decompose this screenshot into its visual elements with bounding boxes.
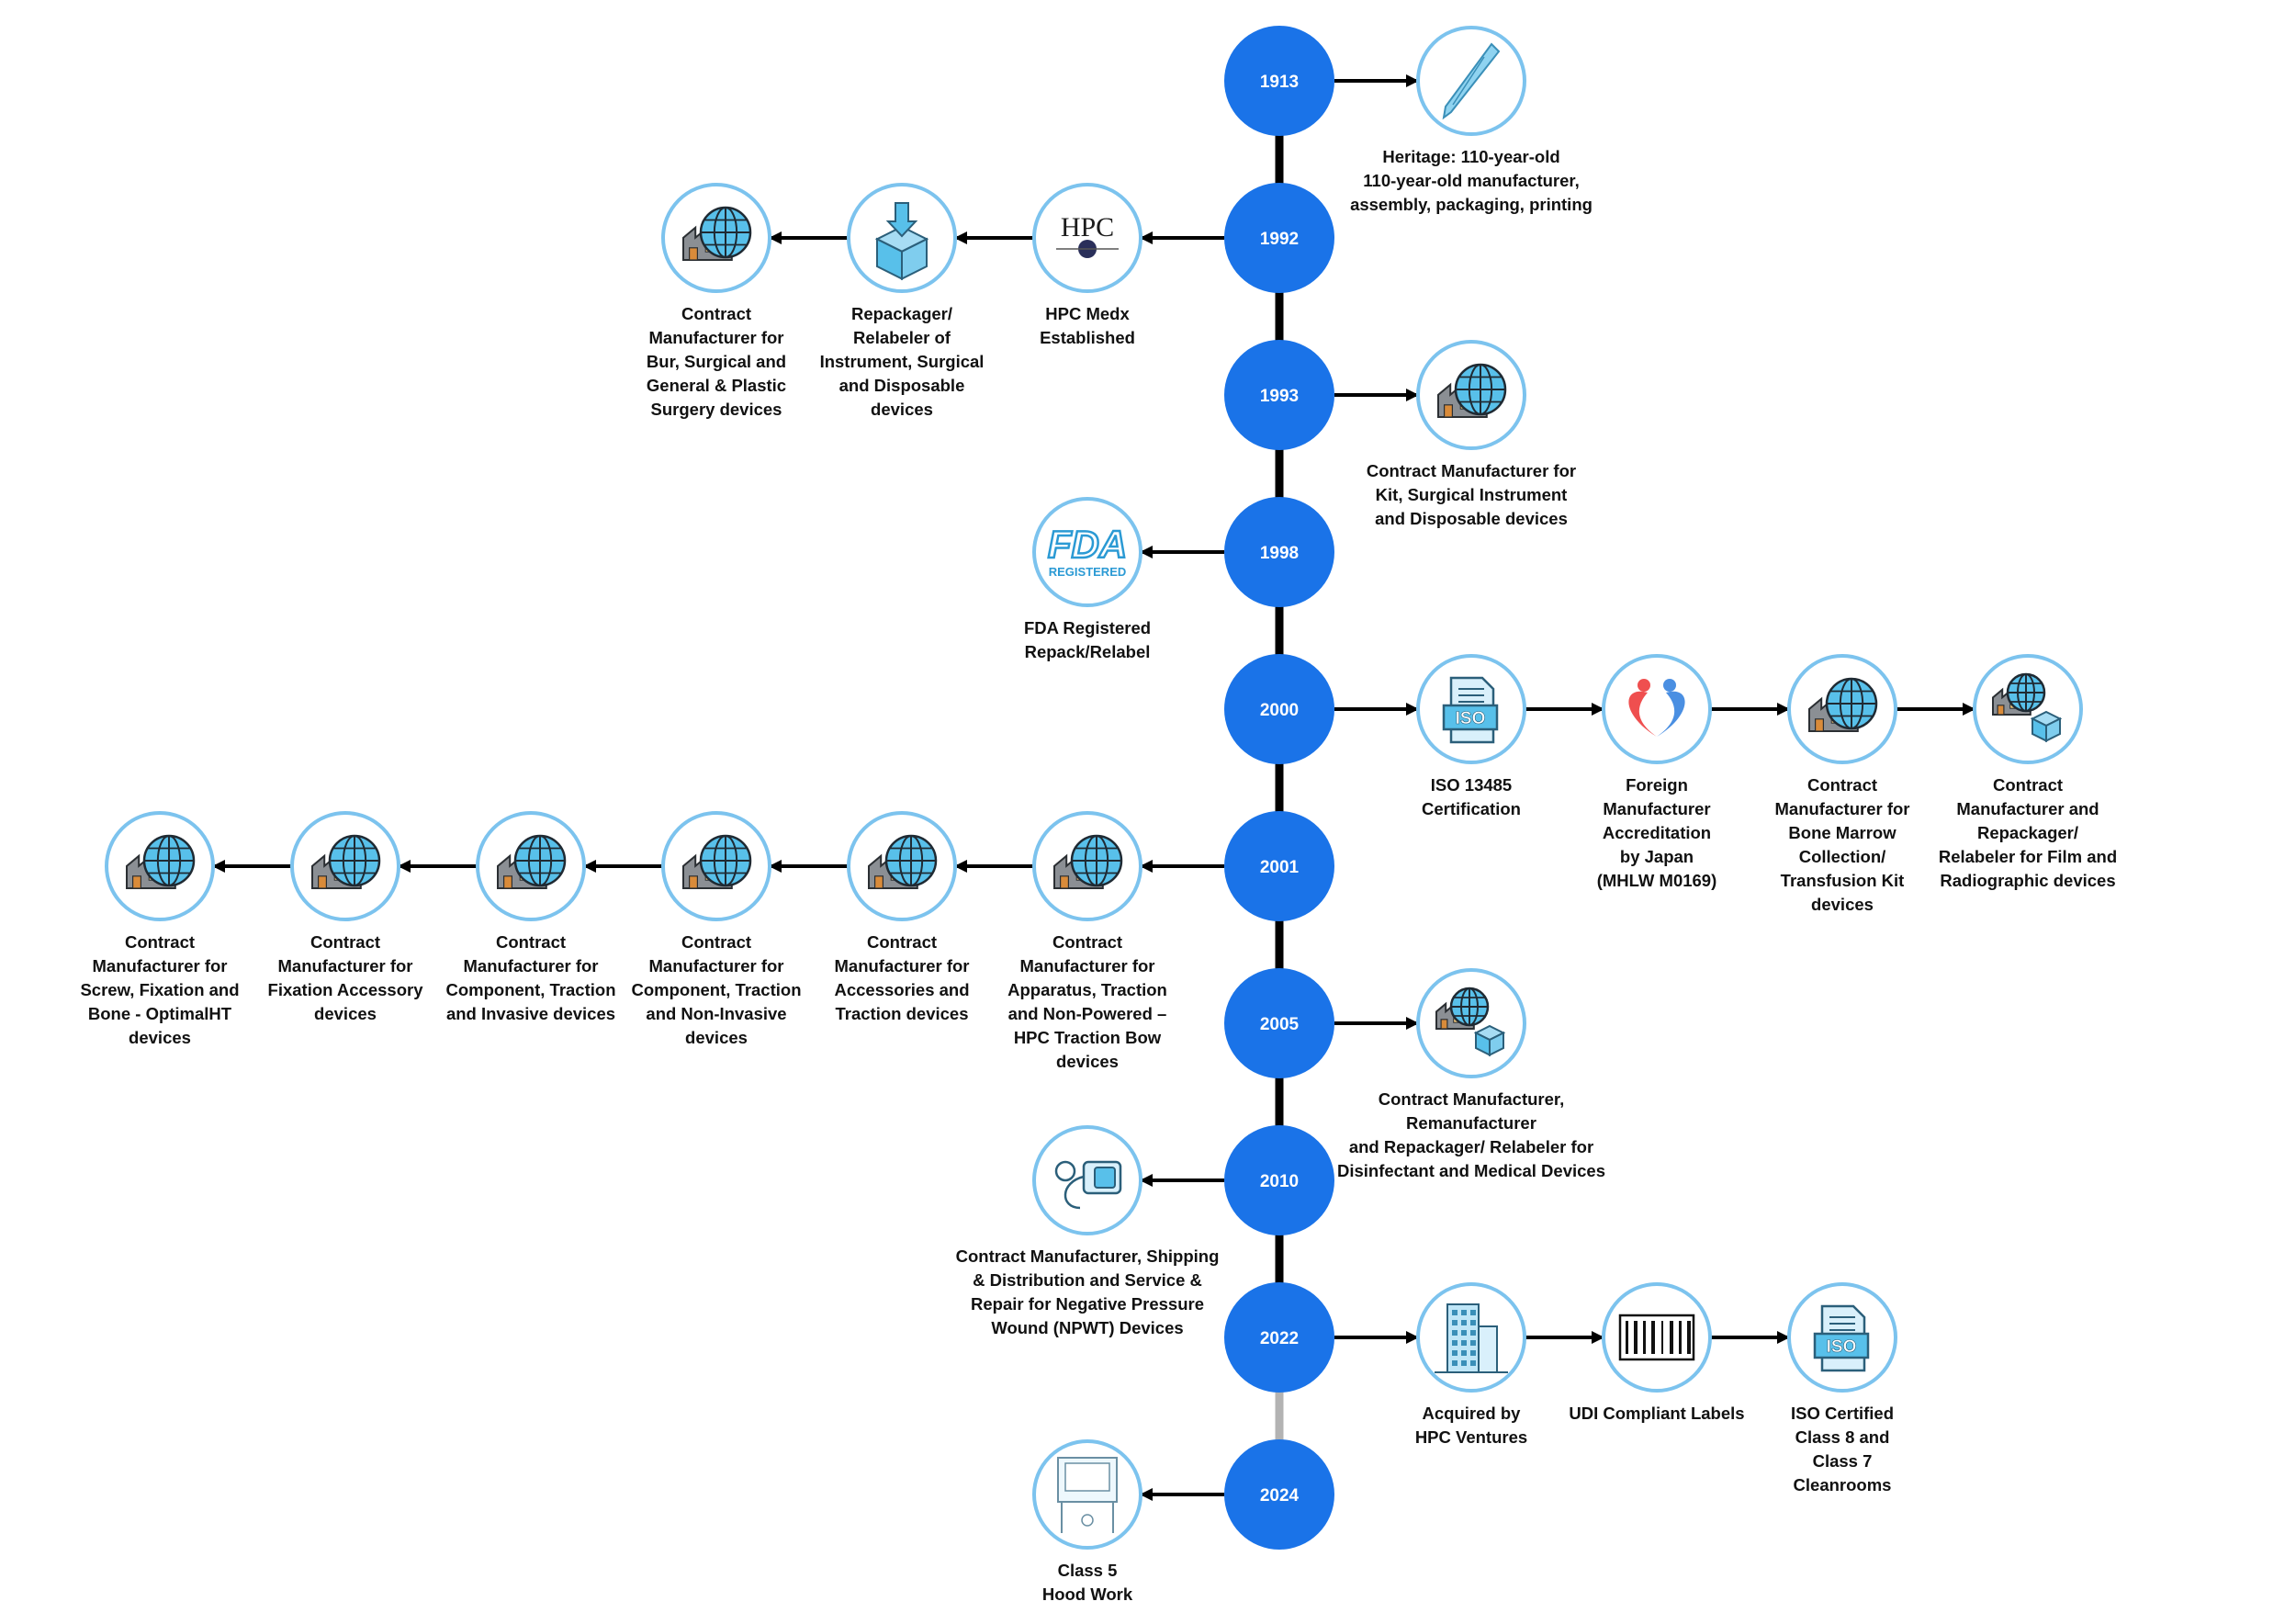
wound-pump-icon (1032, 1125, 1142, 1235)
year-node-1913: 1913 (1224, 26, 1334, 136)
milestone-caption: Acquired by HPC Ventures (1414, 1404, 1528, 1447)
svg-text:ISO: ISO (1456, 709, 1486, 728)
year-node-1992: 1992 (1224, 183, 1334, 293)
milestone-caption: Contract Manufacturer, Shipping & Distri… (955, 1246, 1220, 1337)
year-circle (1224, 968, 1334, 1078)
milestone-caption: Contract Manufacturer for Screw, Fixatio… (80, 932, 240, 1047)
office-building-icon (1416, 1282, 1526, 1393)
factory-globe-icon (105, 811, 215, 921)
svg-text:FDA: FDA (1048, 523, 1127, 566)
milestone-caption: Contract Manufacturer for Bone Marrow Co… (1774, 775, 1910, 914)
year-circle (1224, 1125, 1334, 1235)
year-circle (1224, 1439, 1334, 1550)
year-label: 1993 (1260, 387, 1299, 406)
iso-document-icon: ISO (1787, 1282, 1897, 1393)
year-label: 1998 (1260, 544, 1299, 563)
year-node-2000: 2000 (1224, 654, 1334, 764)
package-box-icon (847, 183, 957, 293)
svg-text:REGISTERED: REGISTERED (1049, 565, 1127, 579)
year-node-2010: 2010 (1224, 1125, 1334, 1235)
factory-globe-icon (661, 183, 771, 293)
lab-hood-icon (1032, 1439, 1142, 1550)
year-label: 2001 (1260, 858, 1300, 877)
milestone-caption: Contract Manufacturer for Kit, Surgical … (1366, 461, 1577, 528)
year-node-2024: 2024 (1224, 1439, 1334, 1550)
japan-mhlw-logo-icon (1602, 654, 1712, 764)
year-label: 1913 (1260, 73, 1299, 92)
milestone-caption: Contract Manufacturer for Fixation Acces… (267, 932, 423, 1023)
milestone-caption: Repackager/ Relabeler of Instrument, Sur… (819, 304, 985, 419)
year-node-2005: 2005 (1224, 968, 1334, 1078)
year-circle (1224, 183, 1334, 293)
factory-globe-icon (1416, 340, 1526, 450)
year-label: 1992 (1260, 230, 1299, 249)
milestone-caption: Contract Manufacturer and Repackager/ Re… (1938, 775, 2118, 890)
milestone-caption: Contract Manufacturer for Accessories an… (834, 932, 970, 1023)
factory-globe-box-icon (1416, 968, 1526, 1078)
pen-icon (1416, 26, 1526, 136)
year-label: 2005 (1260, 1015, 1300, 1034)
milestone-caption: ISO 13485 Certification (1422, 775, 1521, 818)
factory-globe-icon (1787, 654, 1897, 764)
svg-text:HPC: HPC (1061, 212, 1114, 242)
factory-globe-box-icon (1973, 654, 2083, 764)
year-circle (1224, 340, 1334, 450)
factory-globe-icon (661, 811, 771, 921)
year-label: 2010 (1260, 1172, 1299, 1191)
year-circle (1224, 497, 1334, 607)
factory-globe-icon (476, 811, 586, 921)
milestone-caption: Contract Manufacturer for Bur, Surgical … (646, 304, 787, 419)
year-node-2001: 2001 (1224, 811, 1334, 921)
year-node-2022: 2022 (1224, 1282, 1334, 1393)
year-circle (1224, 26, 1334, 136)
year-node-1993: 1993 (1224, 340, 1334, 450)
milestone-caption: Contract Manufacturer for Apparatus, Tra… (1007, 932, 1167, 1071)
year-label: 2000 (1260, 701, 1299, 720)
factory-globe-icon (290, 811, 400, 921)
barcode-icon (1602, 1282, 1712, 1393)
milestone-caption: Class 5 Hood Work (1041, 1561, 1133, 1604)
milestone-caption: FDA Registered Repack/Relabel (1023, 618, 1152, 661)
factory-globe-icon (847, 811, 957, 921)
milestone-caption: UDI Compliant Labels (1569, 1404, 1745, 1423)
factory-globe-icon (1032, 811, 1142, 921)
milestone-caption: Contract Manufacturer for Component, Tra… (631, 932, 802, 1047)
milestone-caption: Foreign Manufacturer Accreditation by Ja… (1596, 775, 1717, 890)
year-node-1998: 1998 (1224, 497, 1334, 607)
year-circle (1224, 654, 1334, 764)
milestone-caption: Contract Manufacturer, Remanufacturer an… (1337, 1089, 1605, 1180)
year-circle (1224, 1282, 1334, 1393)
year-label: 2022 (1260, 1329, 1299, 1348)
milestone-caption: HPC Medx Established (1040, 304, 1135, 347)
svg-text:ISO: ISO (1827, 1337, 1857, 1357)
milestone-caption: Contract Manufacturer for Component, Tra… (445, 932, 616, 1023)
year-label: 2024 (1260, 1486, 1300, 1506)
milestone-caption: Heritage: 110-year-old 110-year-old manu… (1350, 147, 1593, 214)
year-circle (1224, 811, 1334, 921)
hpc-medx-logo-icon: HPC (1032, 183, 1142, 293)
milestone-caption: ISO Certified Class 8 and Class 7 Cleanr… (1790, 1404, 1895, 1494)
iso-document-icon: ISO (1416, 654, 1526, 764)
